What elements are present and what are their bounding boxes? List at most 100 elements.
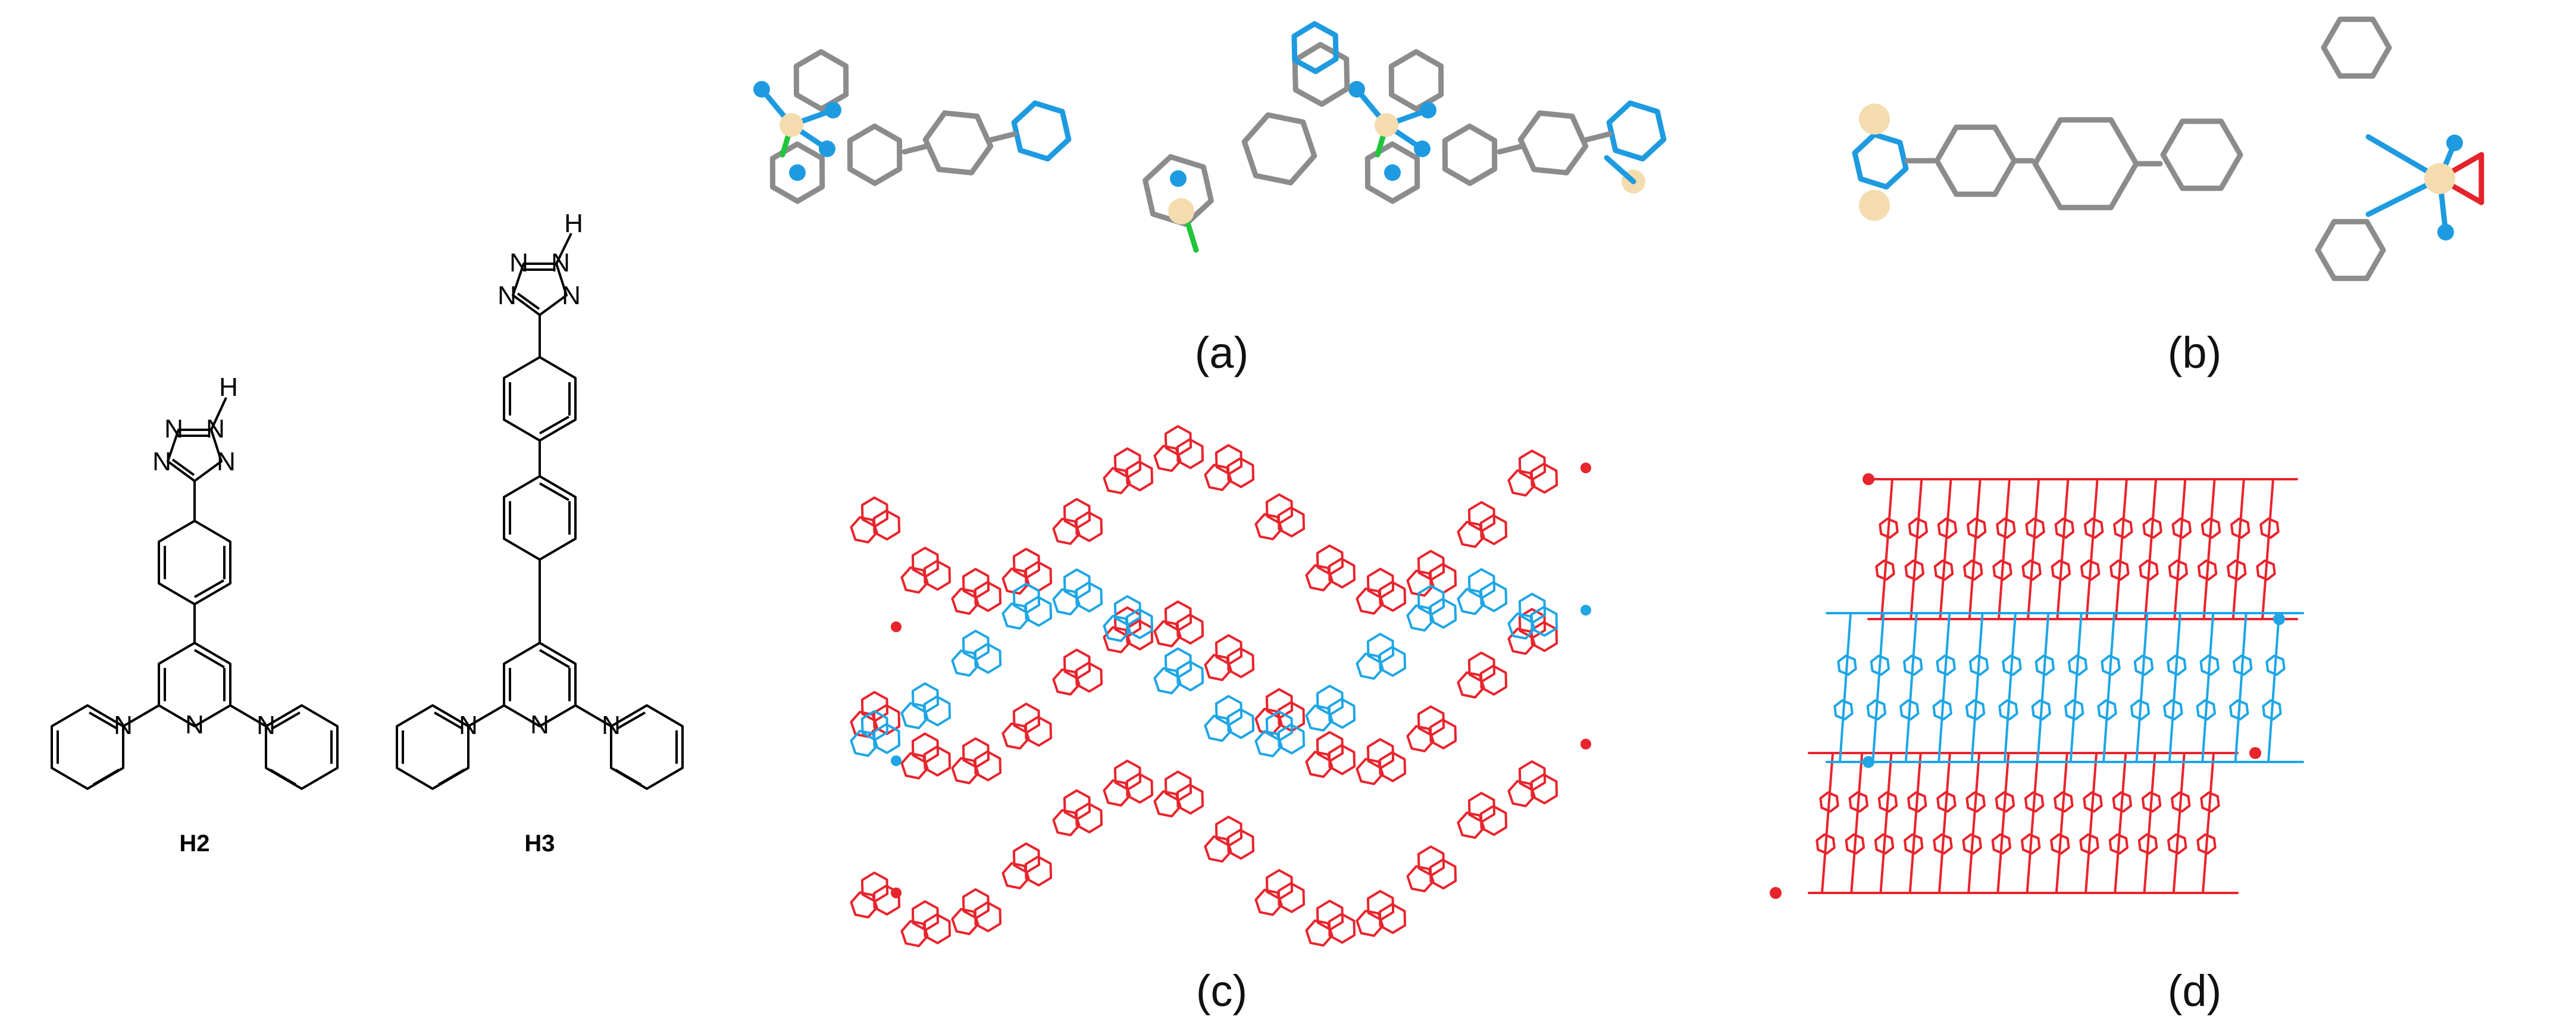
net-ring xyxy=(1153,790,1182,818)
phenyl-ring xyxy=(1241,112,1317,186)
pyridine-ring xyxy=(769,141,825,204)
c-c-bond xyxy=(1583,131,1613,143)
net-ring xyxy=(951,649,979,677)
rung-ring xyxy=(1874,833,1895,855)
net-ring xyxy=(1378,580,1407,612)
h2-h-atom: H xyxy=(219,373,238,402)
net-ring xyxy=(923,560,951,591)
node-atom xyxy=(1580,463,1591,473)
net-ring xyxy=(850,891,878,919)
node-atom xyxy=(2249,747,2261,759)
net-ring xyxy=(1479,514,1508,545)
rung-bond xyxy=(2056,478,2070,620)
phenyl-ring xyxy=(2032,117,2139,211)
rung-ring xyxy=(2141,791,2162,813)
h3-atom-labels: N N N N H N N N H3 xyxy=(459,209,621,857)
rung-bond xyxy=(1839,612,1852,763)
net-ring xyxy=(923,745,951,777)
net-ring xyxy=(1406,725,1435,752)
rung-ring xyxy=(2199,654,2220,676)
net-ring xyxy=(1356,758,1384,785)
net-ring xyxy=(1204,654,1232,682)
net-ring xyxy=(900,920,929,948)
rung-ring xyxy=(1879,517,1899,539)
rung-ring xyxy=(1845,833,1865,855)
net-ring xyxy=(1103,626,1131,654)
rung-ring xyxy=(1936,791,1957,813)
pyridine-ring xyxy=(1364,141,1420,204)
rung-bond xyxy=(1938,612,1951,763)
h2-n-atom: N xyxy=(152,447,171,476)
rung-ring xyxy=(1899,699,1920,721)
rung-ring xyxy=(2108,833,2129,855)
rung-ring xyxy=(2232,654,2253,676)
h3-n-atom: N xyxy=(602,711,621,740)
rung-bond xyxy=(2168,612,2181,763)
metal-atom xyxy=(2424,163,2455,194)
net-ring xyxy=(1328,698,1356,729)
net-ring xyxy=(1176,438,1204,470)
rung-ring xyxy=(1995,791,2015,813)
rung-ring xyxy=(2097,699,2117,721)
panel-a-label: (a) xyxy=(1195,328,1248,377)
net-ring xyxy=(1305,564,1334,592)
net-ring xyxy=(1226,647,1255,679)
rung-ring xyxy=(1965,791,1986,813)
net-ring xyxy=(1378,646,1407,677)
rung-ring xyxy=(2024,791,2045,813)
node-atom xyxy=(1863,473,1874,485)
net-ring xyxy=(1075,661,1103,693)
rung-bond xyxy=(2069,612,2083,763)
net-ring xyxy=(1103,614,1131,642)
rung-ring xyxy=(2167,654,2187,676)
net-ring xyxy=(1176,783,1204,815)
phenyl-ring xyxy=(1517,110,1589,176)
net-ring xyxy=(1001,567,1030,595)
net-ring xyxy=(1378,751,1407,782)
rung-bond xyxy=(2173,478,2187,620)
panel-b-ligand-structure xyxy=(1852,16,2484,282)
n-atom xyxy=(753,81,770,98)
rung-ring xyxy=(2021,559,2042,581)
rung-ring xyxy=(2109,559,2130,581)
rung-bond xyxy=(2231,478,2245,620)
rung-ring xyxy=(1963,559,1983,581)
rung-ring xyxy=(2265,654,2286,676)
net-ring xyxy=(1075,511,1103,542)
panel-b-label: (b) xyxy=(2168,328,2221,377)
rung-bond xyxy=(1997,478,2011,620)
net-ring xyxy=(1226,829,1255,860)
net-ring xyxy=(1277,506,1306,538)
rung-ring xyxy=(2256,559,2276,581)
net-ring xyxy=(1356,588,1384,615)
rung-ring xyxy=(2139,559,2159,581)
net-ring xyxy=(1328,744,1356,775)
net-ring xyxy=(850,729,878,757)
h2-compound-label: H2 xyxy=(179,830,209,857)
net-ring xyxy=(1305,919,1334,947)
net-ring xyxy=(872,510,901,541)
net-ring xyxy=(1328,913,1356,944)
net-ring xyxy=(974,750,1002,782)
net-ring xyxy=(1530,773,1558,805)
h2-n-atom: N xyxy=(164,414,183,443)
net-ring xyxy=(1153,667,1182,695)
rung-ring xyxy=(2083,517,2104,539)
net-ring xyxy=(872,723,901,754)
net-ring xyxy=(1153,445,1182,472)
h2-n-atom: N xyxy=(217,447,236,476)
net-ring xyxy=(1429,598,1457,629)
rung-ring xyxy=(1877,791,1898,813)
net-ring xyxy=(1075,581,1103,613)
h2-n-atom: N xyxy=(256,711,276,740)
net-ring xyxy=(1052,517,1081,545)
net-ring xyxy=(1001,722,1030,750)
rung-bond xyxy=(2027,478,2040,620)
rung-bond xyxy=(1880,478,1893,620)
rung-ring xyxy=(2133,654,2154,676)
rung-ring xyxy=(2113,517,2133,539)
phenyl-ring xyxy=(1292,42,1350,107)
h3-n-atom: N xyxy=(509,248,528,277)
net-ring xyxy=(1125,608,1154,639)
rung-ring xyxy=(1937,517,1958,539)
